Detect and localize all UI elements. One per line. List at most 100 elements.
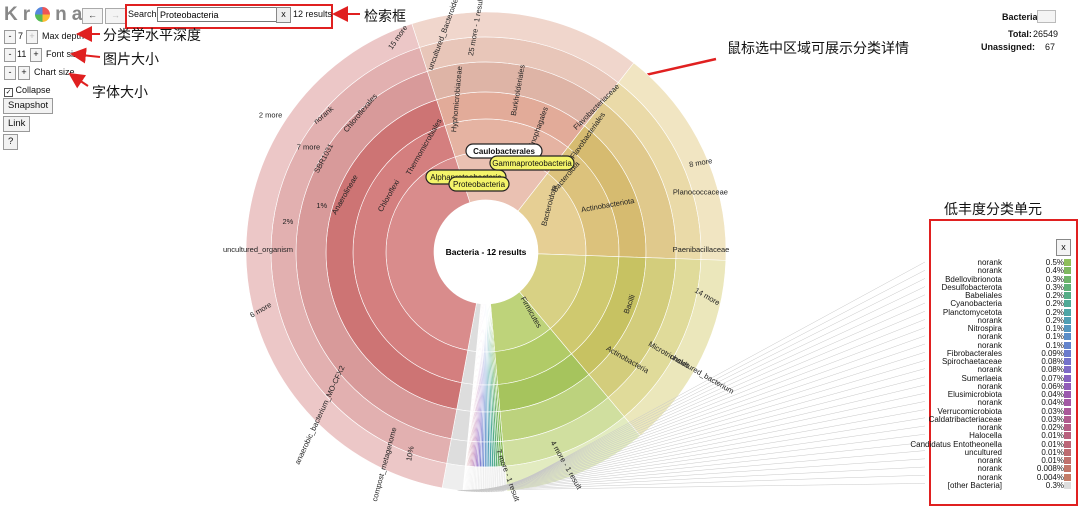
legend-item-swatch: [1064, 341, 1071, 349]
legend-leader-line: [460, 466, 926, 491]
legend-leader-line: [459, 474, 926, 491]
legend-leader-line: [467, 433, 926, 492]
legend-item-percent: 0.3%: [1045, 480, 1064, 490]
font-size-decrease-button[interactable]: -: [4, 48, 16, 62]
chart-center-hole[interactable]: [434, 200, 538, 304]
legend-item-swatch: [1064, 358, 1071, 365]
legend-item-name: norank: [977, 464, 1002, 474]
search-results-count: 12 results: [293, 9, 333, 19]
chart-label: 8 more: [688, 156, 713, 169]
node-color-toggle[interactable]: [1037, 10, 1056, 23]
legend-item-swatch: [1064, 267, 1071, 275]
legend-item-swatch: [1064, 259, 1071, 266]
legend-item-name: Babeliales: [965, 291, 1002, 300]
legend-item[interactable]: norank 0.01%: [932, 456, 1074, 465]
chart-label: Planococcaceae: [673, 188, 728, 197]
legend-item-swatch: [1064, 275, 1071, 283]
total-label: Total:: [1008, 29, 1032, 39]
wedge-chloroflexi-ring-5[interactable]: [245, 23, 448, 489]
legend-item-name: Candidatus Entotheonella: [910, 439, 1002, 449]
legend-item-name: norank: [977, 456, 1002, 465]
legend-item[interactable]: norank 0.008%: [932, 464, 1074, 473]
legend-item-name: Sumerlaeia: [961, 373, 1002, 383]
chart-label: uncultured_organism: [223, 245, 293, 254]
forward-button[interactable]: →: [105, 8, 126, 24]
chart-size-decrease-button[interactable]: -: [4, 66, 16, 80]
legend-item-name: norank: [977, 266, 1002, 276]
legend-close-button[interactable]: x: [1056, 239, 1071, 256]
legend-item-percent: 0.09%: [1041, 348, 1064, 358]
legend-item-percent: 0.03%: [1041, 414, 1064, 424]
legend-item-name: Halocella: [969, 431, 1002, 441]
legend-item-percent: 0.04%: [1041, 398, 1064, 408]
legend-item-name: uncultured: [964, 447, 1002, 457]
legend-item-name: norank: [977, 365, 1002, 375]
legend-item-swatch: [1064, 283, 1071, 291]
legend-item-name: Verrucomicrobiota: [937, 406, 1002, 416]
legend-leader-line: [497, 286, 926, 492]
search-hit-highlight[interactable]: [489, 155, 575, 171]
legend-item[interactable]: [other Bacteria]0.3%: [932, 481, 1074, 490]
legend-leader-line: [469, 425, 926, 492]
legend-item-swatch: [1064, 457, 1071, 464]
help-button[interactable]: ?: [3, 134, 19, 150]
legend-leader-line: [472, 409, 926, 492]
link-button[interactable]: Link: [3, 116, 31, 132]
annotation-low-abundance: 低丰度分类单元: [944, 201, 1042, 217]
legend-leader-line: [479, 376, 926, 493]
legend-leader-line: [474, 401, 926, 492]
font-size-increase-button[interactable]: +: [30, 48, 42, 62]
snapshot-button[interactable]: Snapshot: [3, 98, 54, 114]
collapse-option[interactable]: ✓ Collapse: [4, 85, 51, 97]
legend-item-percent: 0.01%: [1041, 456, 1064, 465]
legend-item-percent: 0.08%: [1041, 357, 1064, 366]
legend-item-swatch: [1064, 292, 1071, 299]
legend-item-name: norank: [977, 423, 1002, 432]
search-hit-highlight[interactable]: [448, 176, 510, 192]
back-button[interactable]: ←: [82, 8, 103, 24]
max-depth-increase-button[interactable]: +: [26, 30, 38, 44]
legend-item-swatch: [1064, 366, 1071, 374]
legend-item-swatch: [1064, 399, 1071, 407]
legend-item-percent: 0.008%: [1036, 464, 1064, 474]
search-input[interactable]: [157, 7, 278, 22]
legend-item-swatch: [1064, 481, 1071, 489]
chart-size-label: Chart size: [34, 67, 75, 77]
legend-item-swatch: [1064, 382, 1071, 390]
legend-item-swatch: [1064, 424, 1071, 431]
collapse-checkbox[interactable]: ✓: [4, 88, 13, 97]
search-clear-button[interactable]: x: [276, 7, 291, 23]
max-depth-decrease-button[interactable]: -: [4, 30, 16, 44]
chart-size-increase-button[interactable]: +: [18, 66, 30, 80]
legend-item-swatch: [1064, 432, 1071, 440]
annotation-hover: 鼠标选中区域可展示分类详情: [727, 40, 909, 56]
legend-item-percent: 0.5%: [1045, 258, 1064, 267]
legend-item-name: norank: [977, 472, 1002, 482]
